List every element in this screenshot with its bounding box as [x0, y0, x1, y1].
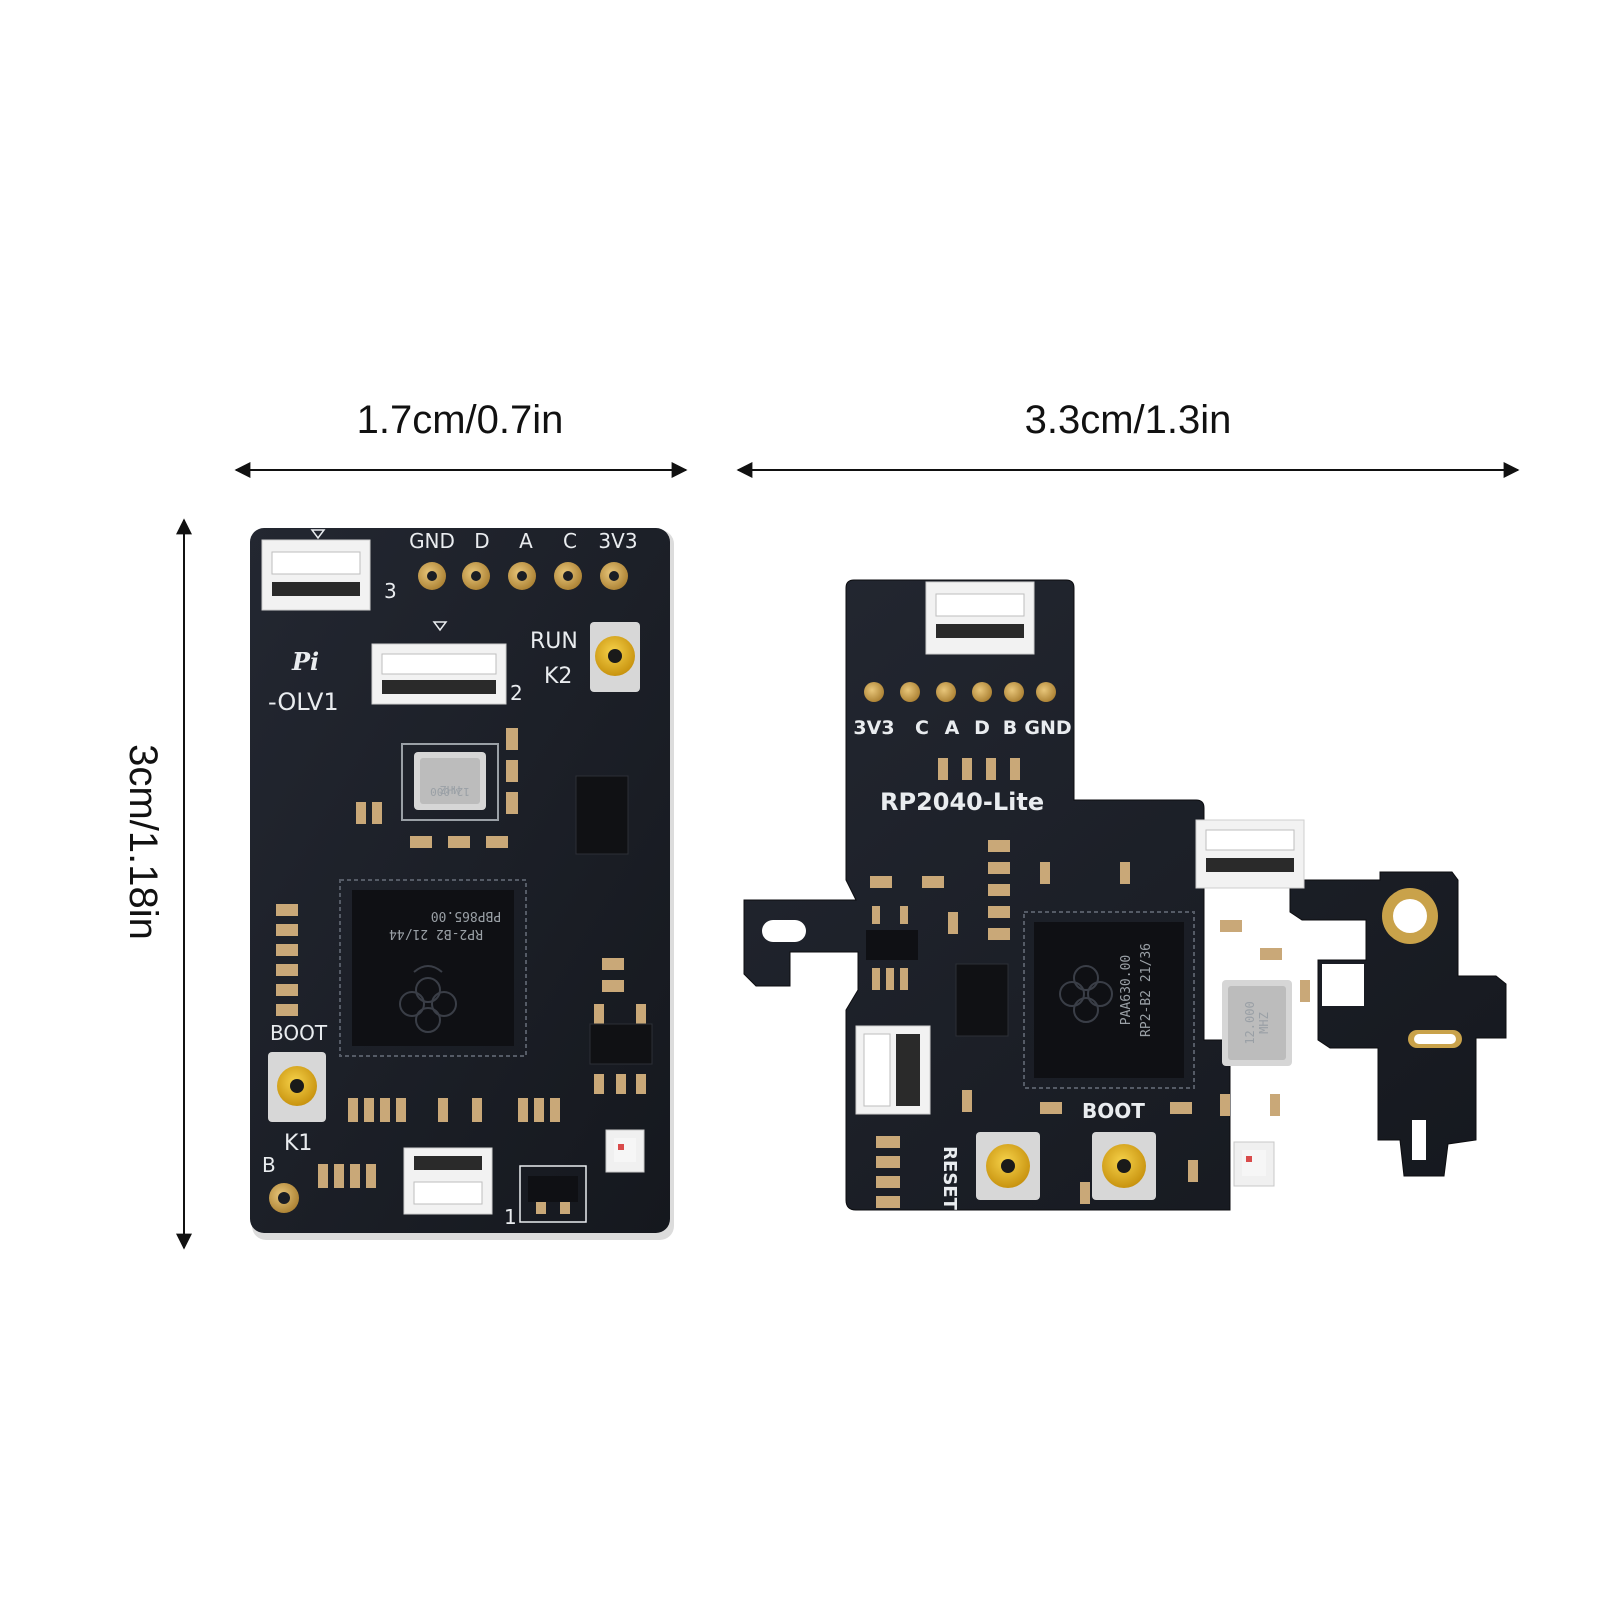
mcu-left-line1: RP2-B2 21/44 [389, 926, 483, 941]
raspberry-logo-left [399, 965, 457, 1033]
connector-2: 2 [371, 621, 523, 705]
header-pins-right: 3V3 C A D B GND [853, 682, 1072, 739]
mcu-left-line2: PBP865.00 [431, 908, 501, 923]
boot-button-left[interactable] [268, 1052, 326, 1122]
pin-label-d-right: D [974, 717, 990, 739]
smd-components-right [870, 758, 1310, 1208]
pin-label-c: C [563, 529, 577, 553]
ic-regulator-left [589, 1023, 653, 1065]
connector-left-side-right [855, 1025, 931, 1115]
conn2-label: 2 [510, 681, 523, 705]
run-label: RUN [530, 629, 578, 654]
crystal-right-line2: MHZ [1257, 1012, 1271, 1034]
dimension-width-right: 3.3cm/1.3in [736, 398, 1520, 478]
mcu-right: RP2-B2 21/36 PAA630.00 [1023, 911, 1195, 1089]
crystal-right-line1: 12.000 [1243, 1001, 1257, 1044]
boot-button-right[interactable] [1092, 1132, 1156, 1200]
ic-small-left [575, 775, 629, 855]
mounting-hole-right [1382, 888, 1438, 944]
header-pins-left: GND D A C 3V3 [409, 529, 638, 590]
flash-ic-right [955, 963, 1009, 1037]
model-label: -OLV1 [268, 688, 339, 716]
mcu-left: RP2-B2 21/44 PBP865.00 [339, 879, 527, 1057]
pin-label-3v3: 3V3 [598, 529, 637, 553]
connector-side-right [1195, 819, 1305, 889]
connector-3: 3 [261, 529, 397, 611]
run-button[interactable] [590, 622, 640, 692]
pcb-board-right: 3V3 C A D B GND RP2040-Lite [743, 579, 1507, 1211]
dimension-height-left: 3cm/1.18in [121, 518, 192, 1250]
pin-label-gnd-right: GND [1024, 717, 1071, 739]
crystal-left: 12.000 MHZ [401, 743, 499, 821]
b-label: B [262, 1153, 276, 1177]
width-right-label: 3.3cm/1.3in [1025, 398, 1232, 442]
pin-label-gnd: GND [409, 529, 455, 553]
mcu-right-line1: RP2-B2 21/36 [1139, 943, 1154, 1037]
b-pad [269, 1183, 299, 1213]
transistor-left [519, 1165, 587, 1223]
k1-label: K1 [284, 1131, 312, 1156]
boot-label-right: BOOT [1082, 1099, 1145, 1123]
pin-label-3v3-right: 3V3 [853, 717, 894, 739]
regulator-right [866, 906, 918, 990]
k2-label: K2 [544, 664, 572, 689]
pin-label-a-right: A [945, 717, 960, 739]
smd-components-left [276, 728, 646, 1188]
width-left-label: 1.7cm/0.7in [357, 398, 564, 442]
connector-top-right [925, 581, 1035, 655]
reset-label: RESET [939, 1146, 960, 1210]
pcb-board-left: 3 GND D A C 3V3 Pi -OLV1 2 RUN K2 [250, 528, 674, 1240]
mcu-right-line2: PAA630.00 [1119, 955, 1134, 1025]
rgb-led-left [605, 1129, 645, 1173]
pin-label-b-right: B [1003, 717, 1017, 739]
height-left-label: 3cm/1.18in [121, 744, 165, 940]
conn1-label: 1 [504, 1205, 517, 1229]
pin-label-c-right: C [915, 717, 929, 739]
crystal-left-line2: MHZ [440, 783, 460, 796]
board-title-right: RP2040-Lite [880, 788, 1044, 816]
crystal-left-line1: 12.000 [430, 785, 470, 798]
brand-logo: Pi [291, 647, 319, 676]
rgb-led-right [1233, 1141, 1275, 1187]
dimension-width-left: 1.7cm/0.7in [234, 398, 688, 478]
raspberry-logo-right [1059, 965, 1113, 1023]
conn3-label: 3 [384, 579, 397, 603]
connector-1: 1 [403, 1147, 517, 1229]
boot-label-left: BOOT [270, 1021, 328, 1045]
pin-label-d: D [474, 529, 489, 553]
pin-label-a: A [519, 529, 533, 553]
crystal-right: 12.000 MHZ [1222, 980, 1292, 1066]
reset-button[interactable] [976, 1132, 1040, 1200]
